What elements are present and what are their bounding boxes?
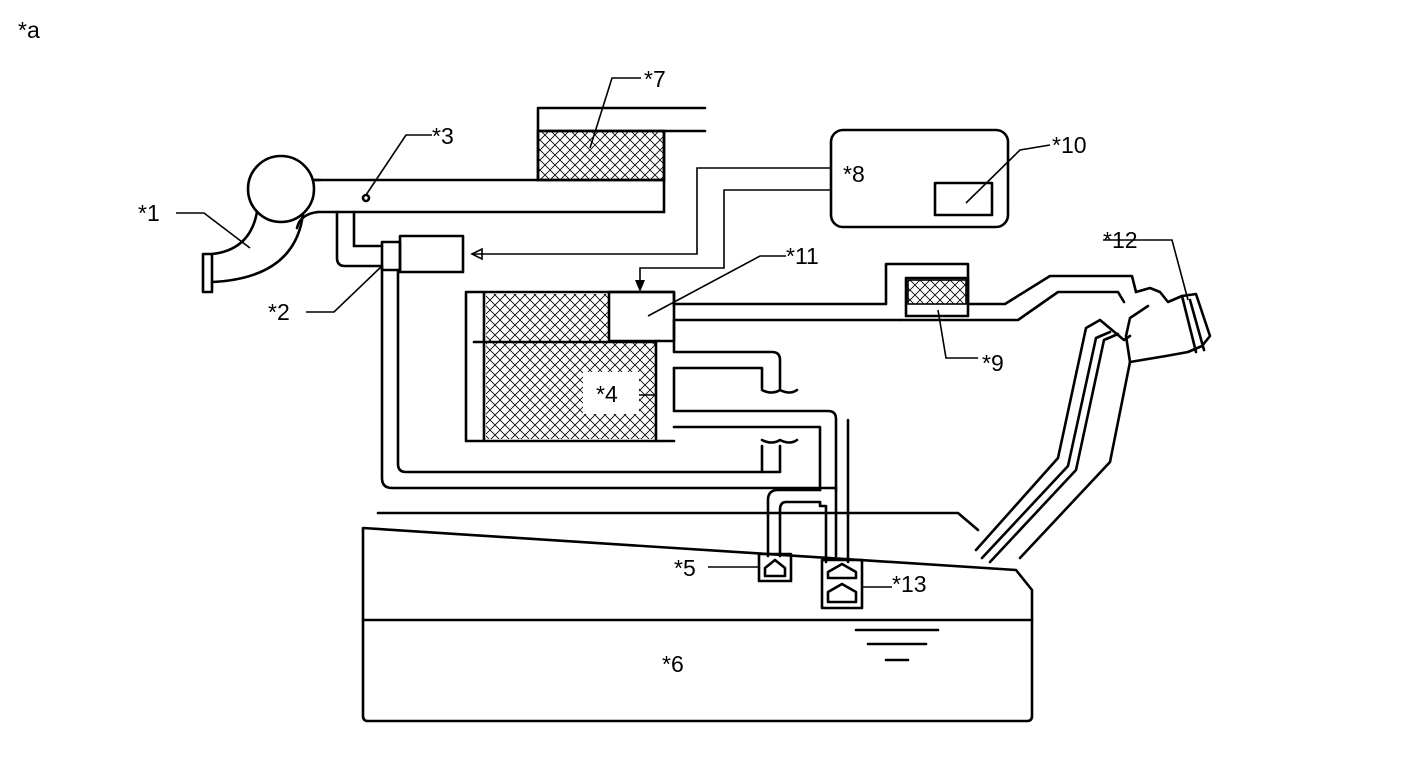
canister (464, 290, 676, 443)
purge-vsv (380, 234, 465, 274)
fuel-filler-cap (1124, 286, 1212, 364)
callout-12: *12 (1103, 227, 1138, 253)
callout-2: *2 (268, 299, 290, 325)
callout-3: *3 (432, 123, 454, 149)
callout-5: *5 (674, 555, 696, 581)
figure-label: *a (18, 17, 40, 43)
callout-6: *6 (662, 651, 684, 677)
ecm (829, 128, 1010, 229)
callout-13: *13 (892, 571, 927, 597)
intake-manifold (201, 154, 322, 294)
callout-1: *1 (138, 200, 160, 226)
cutoff-valve (820, 558, 864, 610)
air-cleaner (536, 106, 707, 214)
callout-7: *7 (644, 66, 666, 92)
callout-9: *9 (982, 350, 1004, 376)
callout-8: *8 (843, 161, 865, 187)
filler-neck (974, 318, 1132, 564)
callout-4: *4 (596, 381, 618, 407)
tank-hoses (380, 264, 850, 564)
callout-10: *10 (1052, 132, 1087, 158)
fuel-tank (361, 511, 1034, 723)
callout-11: *11 (786, 243, 819, 269)
canister-ports (672, 318, 902, 492)
canister-pump-module (607, 290, 676, 343)
purge-line (335, 210, 384, 268)
vent-line (672, 262, 1138, 322)
tank-valve (757, 552, 793, 583)
ecm-signal-wires (470, 167, 831, 292)
pressure-tap (361, 193, 371, 203)
leader-lines (176, 77, 1189, 588)
